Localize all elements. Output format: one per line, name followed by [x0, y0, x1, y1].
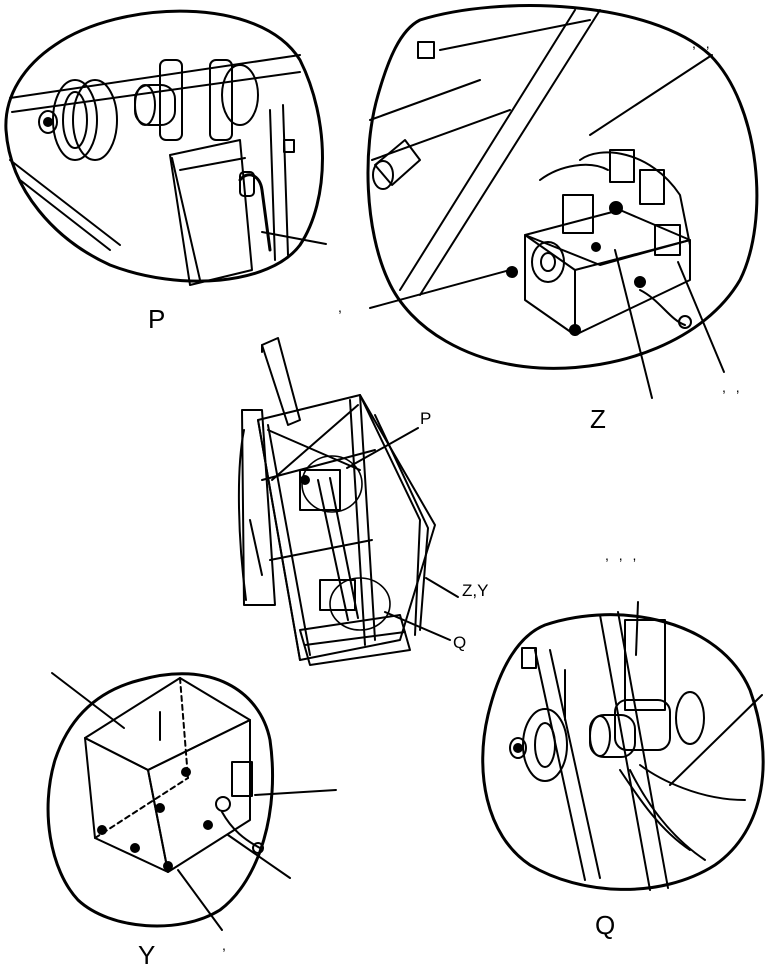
label-detail-z: Z: [590, 404, 606, 434]
main-assembly-view: [239, 338, 458, 665]
callout-p: P: [420, 409, 432, 428]
detail-z-view: [368, 6, 757, 398]
detail-y-view: [48, 673, 336, 930]
detail-p-view: [6, 11, 326, 285]
label-detail-q: Q: [595, 910, 616, 940]
mark-z-bottom-right: , ,: [722, 379, 743, 395]
mark-z-left: ,: [338, 299, 345, 315]
label-detail-y: Y: [138, 940, 156, 970]
mark-z-top: , ,: [692, 35, 713, 51]
mark-q-top: , , ,: [605, 547, 640, 563]
callout-zy: Z,Y: [462, 581, 489, 600]
mark-y-bottom: ,: [222, 937, 229, 953]
detail-q-view: [483, 602, 763, 890]
label-detail-p: P: [148, 304, 166, 334]
callout-q: Q: [453, 633, 467, 652]
